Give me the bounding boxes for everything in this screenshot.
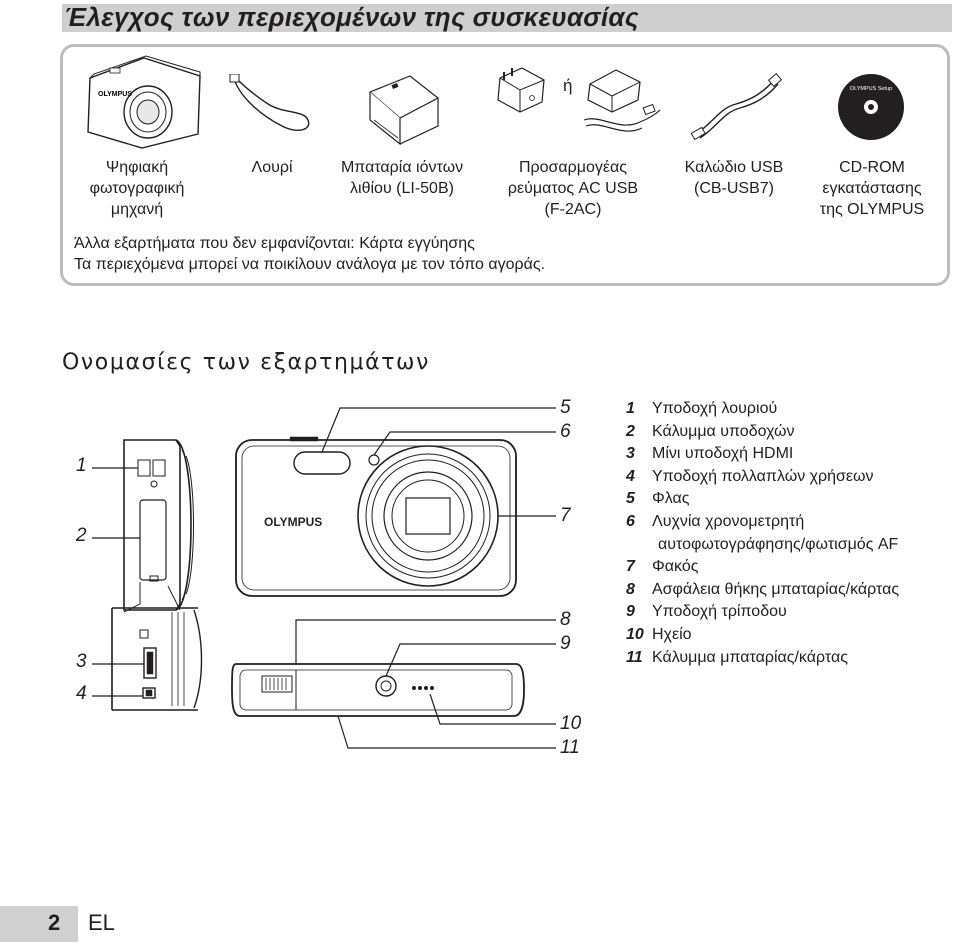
callout-4: 4 xyxy=(76,683,87,704)
item-label-strap: Λουρί xyxy=(251,159,293,176)
front-brand-logo: OLYMPUS xyxy=(264,515,322,529)
parts-legend: 1 Υποδοχή λουριού 2 Κάλυμμα υποδοχών 3 Μίνι… xyxy=(626,398,899,669)
part-name: Ηχείο xyxy=(652,625,692,643)
item-label-camera: Ψηφιακή φωτογραφική μηχανή xyxy=(89,159,185,218)
part-name: Κάλυμμα υποδοχών xyxy=(652,422,795,440)
part-number: 9 xyxy=(626,603,635,621)
part-name: Μίνι υποδοχή HDMI xyxy=(652,445,794,463)
item-label-cd-rom: CD-ROM εγκατάστασης της OLYMPUS xyxy=(819,159,925,218)
part-number: 2 xyxy=(626,422,635,440)
parts-legend-item: 11 Κάλυμμα μπαταρίας/κάρτας xyxy=(626,647,899,670)
callout-1: 1 xyxy=(76,455,87,476)
part-number: 1 xyxy=(626,400,635,417)
item-label-ac-adapter: Προσαρμογέας ρεύματος AC USB (F-2AC) xyxy=(507,159,639,218)
item-label-battery: Μπαταρία ιόντων λιθίου (LI-50B) xyxy=(340,159,464,197)
usb-cable-icon xyxy=(690,73,782,141)
callout-lines xyxy=(92,407,556,749)
camera-icon: OLYMPUS xyxy=(87,55,201,149)
part-number: 11 xyxy=(626,648,643,666)
note-other-accessories: Άλλα εξαρτήματα που δεν εμφανίζονται: Κά… xyxy=(74,235,475,252)
callout-7: 7 xyxy=(560,505,571,526)
callout-5: 5 xyxy=(560,397,571,418)
part-name: Ασφάλεια θήκης μπαταρίας/κάρτας xyxy=(652,580,900,598)
item-label-usb-cable: Καλώδιο USB (CB-USB7) xyxy=(684,159,784,197)
part-number: 8 xyxy=(626,580,635,598)
parts-legend-item: 8 Ασφάλεια θήκης μπαταρίας/κάρτας xyxy=(626,579,899,602)
part-name: Υποδοχή τρίποδου xyxy=(652,603,787,621)
cd-label-text: OLYMPUS Setup xyxy=(850,86,892,92)
page-number: 2 xyxy=(48,910,61,935)
callout-6: 6 xyxy=(560,421,571,442)
parts-legend-item: 4 Υποδοχή πολλαπλών χρήσεων xyxy=(626,466,899,489)
part-number: 7 xyxy=(626,558,635,576)
part-name: Κάλυμμα μπαταρίας/κάρτας xyxy=(652,648,848,666)
title-bar xyxy=(62,4,952,32)
parts-legend-item: 5 Φλας xyxy=(626,488,899,511)
callout-11: 11 xyxy=(560,737,580,758)
parts-legend-item: 6 Λυχνία χρονομετρητή xyxy=(626,511,899,534)
callout-3: 3 xyxy=(76,651,87,672)
part-name: Υποδοχή πολλαπλών χρήσεων xyxy=(652,467,874,485)
part-number: 4 xyxy=(626,467,635,485)
parts-legend-item: 2 Κάλυμμα υποδοχών xyxy=(626,421,899,444)
camera-bottom-view xyxy=(231,663,525,717)
battery-icon xyxy=(368,75,440,146)
cd-rom-icon: OLYMPUS Setup xyxy=(838,74,904,140)
or-text: ή xyxy=(563,76,573,95)
parts-legend-item: 10 Ηχείο xyxy=(626,624,899,647)
callout-8: 8 xyxy=(560,609,571,630)
part-name: Υποδοχή λουριού xyxy=(652,400,778,417)
parts-legend-item: 9 Υποδοχή τρίποδου xyxy=(626,601,899,624)
parts-legend-item: 3 Μίνι υποδοχή HDMI xyxy=(626,443,899,466)
parts-legend-item: 7 Φακός xyxy=(626,556,899,579)
section-heading: Ονομασίες των εξαρτημάτων xyxy=(62,350,430,375)
camera-brand: OLYMPUS xyxy=(98,91,132,98)
note-contents-vary: Τα περιεχόμενα μπορεί να ποικίλουν ανάλο… xyxy=(74,256,546,273)
camera-front-view xyxy=(235,436,517,597)
part-name: Φακός xyxy=(652,558,699,576)
strap-icon xyxy=(229,74,310,131)
part-name: Λυχνία χρονομετρητή xyxy=(652,512,805,530)
part-number: 6 xyxy=(626,512,635,530)
page-title: Έλεγχος των περιεχομένων της συσκευασίας xyxy=(64,2,639,32)
part-number: 3 xyxy=(626,445,635,463)
callout-10: 10 xyxy=(560,713,582,734)
callout-9: 9 xyxy=(560,633,571,654)
parts-legend-item: 1 Υποδοχή λουριού xyxy=(626,398,899,421)
package-contents-box xyxy=(60,44,950,286)
page-number-tab xyxy=(0,906,78,942)
camera-side-view xyxy=(123,439,194,611)
callout-2: 2 xyxy=(76,525,87,546)
part-name: Φλας xyxy=(652,490,690,508)
part-number: 10 xyxy=(626,625,644,643)
ac-adapter-icon xyxy=(583,69,661,132)
side-closeup-view xyxy=(111,607,203,711)
language-code: EL xyxy=(88,910,115,935)
parts-legend-item-continuation: αυτοφωτογράφησης/φωτισμός AF xyxy=(658,535,899,553)
part-number: 5 xyxy=(626,490,635,508)
ac-adapter-plug-icon xyxy=(497,67,545,113)
